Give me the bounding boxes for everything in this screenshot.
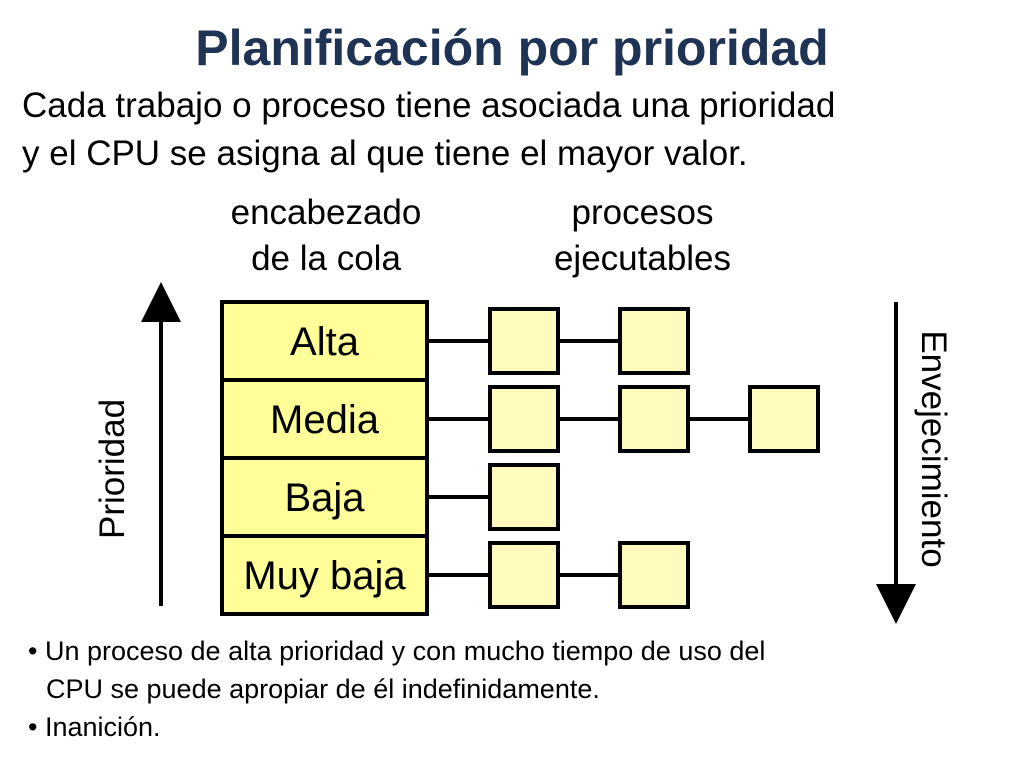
queue-head-label-line-2: de la cola [251, 239, 401, 278]
runnable-processes-label: procesos ejecutables [520, 190, 765, 282]
process-box [618, 541, 690, 609]
priority-level-label: Baja [284, 476, 365, 520]
priority-axis-label: Prioridad [93, 399, 132, 539]
process-box [488, 541, 560, 609]
runnable-processes-label-line-2: ejecutables [553, 239, 732, 278]
priority-level-label: Muy baja [243, 554, 406, 598]
queue-row: Media [220, 378, 820, 460]
queue-head-label: encabezado de la cola [196, 190, 456, 282]
process-box [748, 385, 820, 453]
notes-list: • Un proceso de alta prioridad y con muc… [28, 632, 765, 746]
process-box [618, 307, 690, 375]
bullet-marker: • [28, 712, 38, 742]
priority-level-label: Media [270, 398, 380, 442]
intro-line-1: Cada trabajo o proceso tiene asociada un… [22, 86, 836, 125]
process-box [488, 385, 560, 453]
runnable-processes-label-line-1: procesos [571, 193, 714, 232]
note-text: Inanición. [44, 712, 161, 742]
intro-line-2: y el CPU se asigna al que tiene el mayor… [22, 134, 748, 173]
note-item: • Un proceso de alta prioridad y con muc… [28, 632, 765, 670]
priority-level-label: Alta [290, 320, 360, 364]
priority-level-box [220, 300, 429, 382]
queue-head-label-line-1: encabezado [230, 193, 422, 232]
process-box [618, 385, 690, 453]
process-box [488, 307, 560, 375]
queue-row: Muy baja [220, 534, 690, 616]
queue-row: Baja [220, 456, 560, 538]
priority-level-box [220, 378, 429, 460]
priority-level-box [220, 534, 429, 616]
note-item: • Inanición. [28, 708, 765, 746]
slide-title: Planificación por prioridad [195, 20, 829, 76]
queue-row: Alta [220, 300, 690, 382]
bullet-marker: • [28, 636, 38, 666]
priority-level-box [220, 456, 429, 538]
note-text: Un proceso de alta prioridad y con mucho… [44, 636, 766, 666]
process-box [488, 463, 560, 531]
note-text-continued: CPU se puede apropiar de él indefinidame… [46, 674, 600, 704]
aging-axis-label: Envejecimiento [914, 330, 953, 567]
intro-text: Cada trabajo o proceso tiene asociada un… [22, 82, 835, 178]
